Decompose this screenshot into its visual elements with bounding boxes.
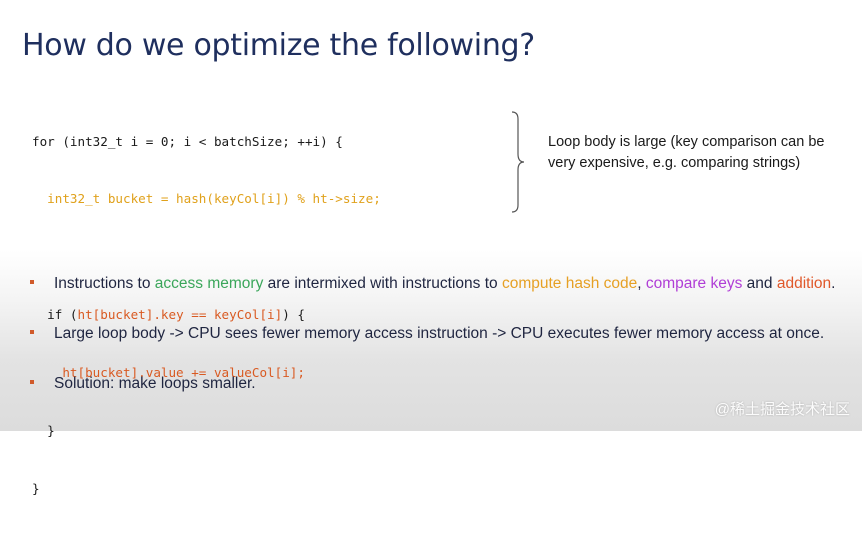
code-line-5: ht[bucket].value += valueCol[i];	[32, 365, 305, 381]
highlight-compute-hash: compute hash code	[501, 275, 638, 292]
code-line-blank	[32, 247, 381, 266]
code-line-4-prefix: if (	[32, 307, 78, 323]
bullet-marker	[30, 380, 34, 384]
bullet-1-part-2: are intermixed with instructions to	[263, 275, 502, 292]
slide-title: How do we optimize the following?	[22, 28, 535, 63]
side-note: Loop body is large (key comparison can b…	[548, 134, 825, 171]
code-line-2: int32_t bucket = hash(keyCol[i]) % ht->s…	[32, 191, 381, 207]
bullet-marker	[30, 280, 34, 284]
bullet-1-part-3: ,	[637, 275, 646, 292]
code-line-4-suffix: ) {	[282, 307, 305, 323]
bullet-1-part-1: Instructions to	[54, 275, 155, 292]
bullet-text-1: Instructions to access memory are interm…	[54, 273, 854, 294]
bullet-1-part-5: .	[831, 275, 836, 292]
bullet-1-part-4: and	[742, 275, 777, 292]
code-line-1: for (int32_t i = 0; i < batchSize; ++i) …	[32, 133, 343, 149]
code-block: for (int32_t i = 0; i < batchSize; ++i) …	[32, 93, 381, 537]
highlight-compare-keys: compare keys	[645, 275, 743, 292]
bullet-text-3: Solution: make loops smaller.	[54, 375, 256, 392]
bullet-text-2: Large loop body -> CPU sees fewer memory…	[54, 325, 825, 342]
code-line-7: }	[32, 480, 40, 496]
highlight-addition: addition	[776, 275, 832, 292]
slide: How do we optimize the following? for (i…	[0, 0, 862, 496]
highlight-access-memory: access memory	[154, 275, 264, 292]
watermark: @稀土掘金技术社区	[714, 401, 850, 418]
code-line-4: if (ht[bucket].key == keyCol[i]) {	[32, 305, 381, 324]
bullet-marker	[30, 330, 34, 334]
code-line-4-condition: ht[bucket].key == keyCol[i]	[77, 307, 283, 323]
right-brace-icon	[511, 111, 525, 213]
